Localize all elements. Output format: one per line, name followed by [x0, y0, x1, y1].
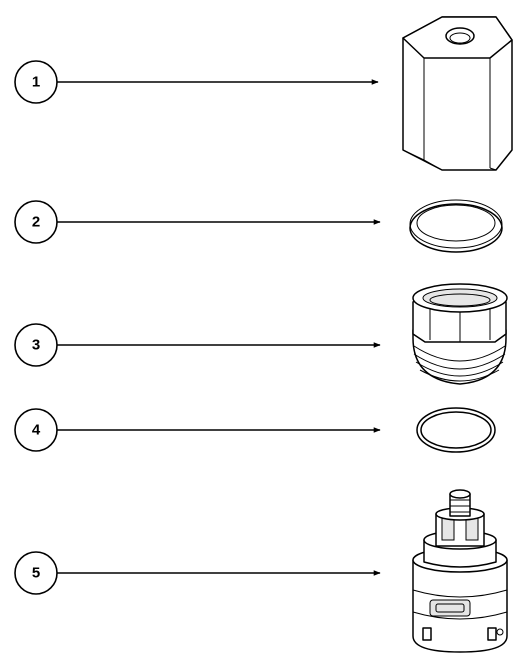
callout-number-3: 3 [32, 337, 40, 354]
callout-number-5: 5 [32, 565, 40, 582]
flat-ring-icon [409, 199, 503, 253]
valve-cartridge-icon [412, 489, 508, 653]
hex-cap-icon [402, 16, 513, 171]
threaded-nut-icon [412, 283, 508, 385]
callout-3: 3 [14, 323, 381, 367]
o-ring-icon [416, 407, 496, 453]
callout-1: 1 [14, 60, 379, 104]
callout-4: 4 [14, 408, 381, 452]
callout-5: 5 [14, 551, 381, 595]
callout-number-2: 2 [32, 214, 40, 231]
callout-number-4: 4 [32, 422, 41, 439]
callout-2: 2 [14, 200, 381, 244]
callout-number-1: 1 [32, 74, 40, 91]
